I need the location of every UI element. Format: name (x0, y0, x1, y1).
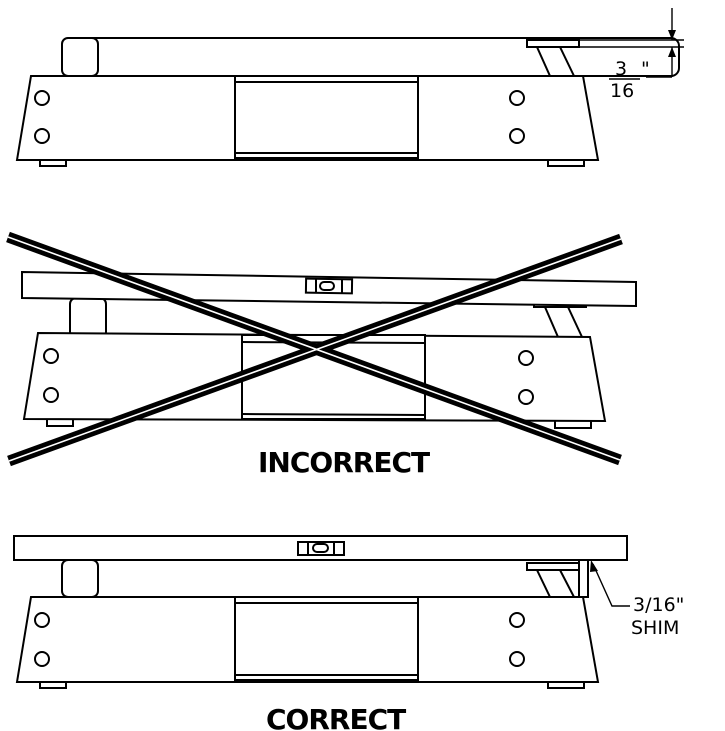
top-pad (526, 39, 580, 48)
dim-denominator: 16 (610, 80, 634, 102)
level-vial (304, 277, 354, 295)
shim-size-label: 3/16" (633, 594, 684, 616)
mid-post (69, 297, 107, 339)
top-foot-right (547, 160, 585, 167)
correct-caption: CORRECT (266, 703, 406, 731)
dim-inch-mark: " (641, 58, 650, 80)
bot-post (61, 559, 99, 598)
shim-leader (590, 560, 630, 607)
dim-numerator: 3 (615, 58, 627, 80)
top-hole (34, 90, 50, 106)
top-hole (509, 90, 525, 106)
top-post (61, 37, 99, 77)
bot-hole (34, 612, 50, 628)
shim (578, 559, 589, 598)
bot-foot-right (547, 682, 585, 689)
shim-word-label: SHIM (631, 617, 679, 639)
bot-foot-left (39, 682, 67, 689)
dim-arrow-up (668, 47, 676, 57)
top-hole (34, 128, 50, 144)
top-platform (61, 37, 680, 77)
mid-foot-left (46, 419, 74, 427)
level-vial (297, 541, 345, 556)
incorrect-caption: INCORRECT (258, 446, 430, 479)
mid-foot-right (554, 421, 592, 429)
bot-pad (526, 562, 580, 571)
bot-hole (509, 612, 525, 628)
mid-hole (518, 350, 534, 366)
figure-correct: 3/16" SHIM CORRECT (13, 535, 684, 731)
top-dimension: 3 " 16 (579, 8, 684, 102)
top-foot-left (39, 160, 67, 167)
dim-arrow-down (668, 30, 676, 40)
incorrect-x-mark (6, 231, 623, 467)
mid-hole (43, 348, 59, 364)
bot-window (234, 596, 419, 681)
bot-leg (535, 569, 576, 598)
top-hole (509, 128, 525, 144)
bot-hole (509, 651, 525, 667)
bot-hole (34, 651, 50, 667)
figure-incorrect: INCORRECT (6, 231, 637, 479)
mid-hole (43, 387, 59, 403)
mid-leg (543, 306, 584, 338)
top-window (234, 75, 419, 159)
mid-hole (518, 389, 534, 405)
figure-top: 3 " 16 (15, 8, 684, 167)
